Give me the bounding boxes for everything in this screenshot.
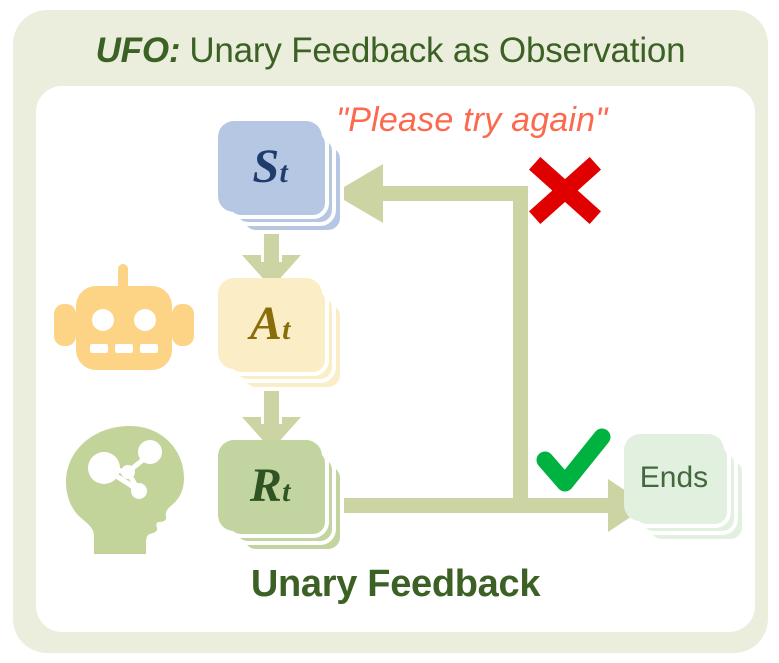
diagram-caption: Unary Feedback — [250, 563, 541, 605]
response-symbol: R — [249, 459, 282, 512]
feedback-message: "Please try again" — [336, 101, 608, 139]
page-title-rest: Unary Feedback as Observation — [189, 31, 686, 70]
state-subscript: t — [279, 156, 288, 190]
response-subscript: t — [282, 475, 291, 509]
state-symbol: S — [252, 140, 280, 193]
action-symbol: A — [249, 297, 282, 350]
robot-icon — [52, 262, 196, 374]
page-title: UFO: Unary Feedback as Observation — [13, 22, 768, 80]
action-subscript: t — [282, 313, 291, 347]
page-title-brand: UFO: — [95, 31, 181, 70]
ends-sheet-front — [624, 434, 724, 521]
ends-node[interactable]: Ends — [624, 434, 746, 543]
action-sheet-front — [218, 278, 322, 369]
response-sheet-front — [218, 440, 322, 531]
ends-label: Ends — [639, 460, 709, 494]
head-with-network-icon — [60, 424, 196, 556]
state-sheet-front — [218, 121, 322, 212]
